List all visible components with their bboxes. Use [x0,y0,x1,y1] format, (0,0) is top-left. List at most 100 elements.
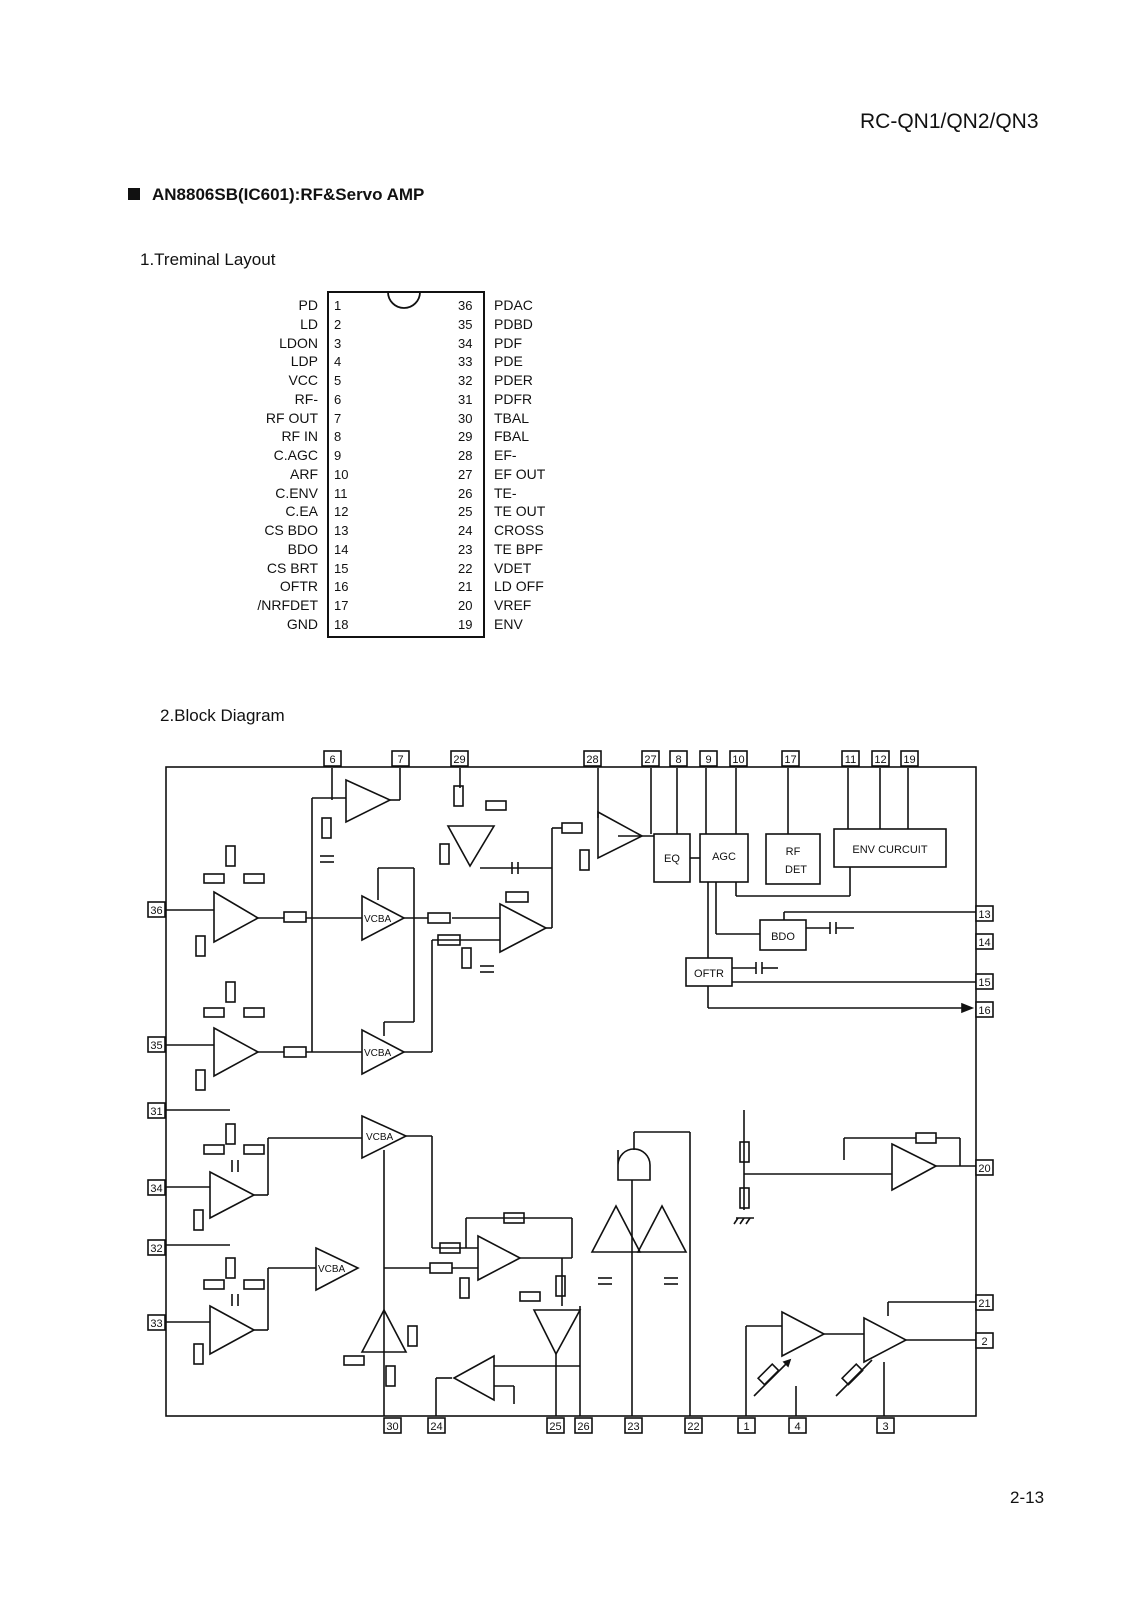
pin-label-left: GND [286,615,318,632]
pin-box [383,1417,402,1434]
pin-box-label: 8 [675,754,681,766]
pin-label-right: PDAC [494,297,533,313]
eq-block: EQ [653,833,691,883]
pin-box [323,750,342,767]
svg-text:AGC: AGC [712,851,736,863]
pin-box-label: 23 [627,1421,639,1433]
pin-box [583,750,602,767]
pin-box [975,1332,994,1349]
pin-number-left: 15 [334,560,349,576]
bdo-block: BDO [759,919,807,951]
pin-box-label: 33 [150,1318,162,1330]
pin-number-right: 31 [458,391,473,407]
pin-label-left: LDP [290,353,318,370]
pin-label-left: /NRFDET [257,597,318,613]
pin-box-label: 16 [978,1005,990,1017]
svg-text:VCBA: VCBA [364,914,392,925]
pin-label-right: EF- [494,447,517,463]
pin-box-label: 24 [430,1421,442,1433]
env-circuit-block: ENV CURCUIT [833,828,947,868]
pin-label-left: RF IN [281,428,318,445]
pin-label-left: PD [298,297,318,313]
pin-box [781,750,800,767]
pin-box-label: 21 [978,1298,990,1310]
pin-number-right: 33 [458,354,473,370]
pin-number-left: 11 [334,485,348,501]
pin-label-left: C.AGC [273,447,318,463]
pin-label-left: VCC [288,372,318,388]
model-number: RC-QN1/QN2/QN3 [860,110,1039,133]
pin-number-right: 26 [458,485,473,501]
pin-label-left: C.ENV [275,484,318,501]
pin-box-label: 17 [784,754,796,766]
variable-resistors [753,1358,873,1397]
rf-det-block: RF DET [765,833,821,885]
agc-block: AGC [699,833,749,883]
pin-box [876,1417,895,1434]
pin-number-right: 32 [458,373,473,388]
pin-box [147,901,166,918]
pin-number-right: 28 [458,448,473,463]
pin-box [684,1417,703,1434]
pin-label-right: CROSS [494,522,544,538]
pin-box-label: 34 [150,1183,162,1195]
pin-box [975,1294,994,1311]
svg-text:BDO: BDO [771,931,795,943]
pin-label-right: TE BPF [494,540,544,557]
pin-box [975,973,994,990]
pin-label-right: ENV [494,615,523,632]
pin-box [975,1159,994,1176]
pin-box-label: 9 [705,754,711,766]
pin-box-label: 10 [732,754,744,766]
pin-number-left: 3 [334,335,342,351]
pin-box-label: 13 [978,909,990,921]
pin-box [147,1239,166,1256]
bullet-square-icon [128,188,140,200]
terminal-layout-heading: 1.Treminal Layout [140,250,276,269]
ic-package-outline [327,291,485,638]
svg-text:VCBA: VCBA [318,1264,346,1275]
pin-box-label: 31 [150,1106,162,1118]
and-gate [617,1148,651,1181]
pin-box-label: 32 [150,1243,162,1255]
pin-label-right: PDBD [494,315,533,332]
pin-number-right: 27 [458,466,473,482]
pin-box [450,750,469,767]
pin-label-right: TE- [494,484,517,501]
op-amps [209,778,938,1402]
svg-text:ENV CURCUIT: ENV CURCUIT [852,844,927,856]
section-title-text: AN8806SB(IC601):RF&Servo AMP [152,185,425,204]
pin-box [871,750,890,767]
pin-box [788,1417,807,1434]
pin-number-left: 2 [334,316,342,332]
pin-box [729,750,748,767]
pin-number-left: 1 [334,298,342,313]
pin-box-label: 12 [874,754,886,766]
svg-text:VCBA: VCBA [364,1048,392,1059]
pin-number-right: 25 [458,504,473,520]
pin-box-label: 30 [386,1421,398,1433]
pin-label-right: PDFR [494,390,533,407]
pin-label-left: LDON [279,334,318,351]
pin-number-right: 29 [458,429,473,445]
page-number: 2-13 [1010,1488,1045,1507]
vcba-labels: VCBA VCBA VCBA VCBA [318,914,394,1275]
section-title: AN8806SB(IC601):RF&Servo AMP [128,185,424,205]
pin-box-label: 20 [978,1163,990,1175]
pin-number-left: 12 [334,504,349,520]
pin-box [669,750,688,767]
pin-number-left: 18 [334,616,349,632]
pin-number-left: 10 [334,466,349,482]
pin-box [427,1417,446,1434]
pin-number-left: 16 [334,579,349,595]
svg-text:DET: DET [785,864,807,876]
pin-box-label: 19 [903,754,915,766]
pin-number-right: 23 [458,541,473,557]
pin-box [147,1179,166,1196]
pin-box [574,1417,593,1434]
pin-label-left: CS BDO [264,522,318,538]
